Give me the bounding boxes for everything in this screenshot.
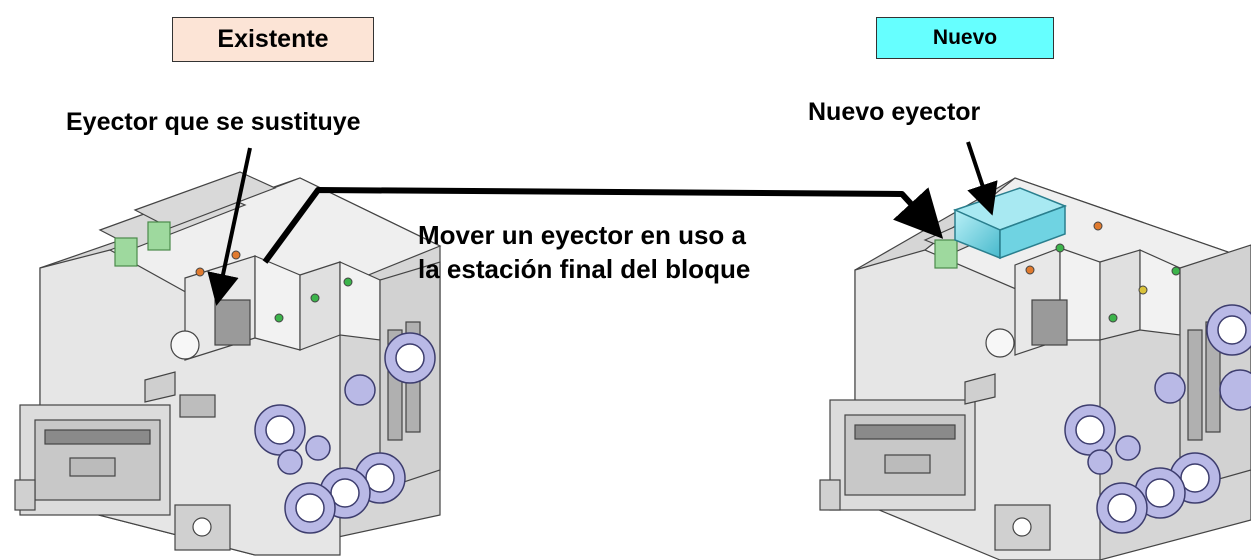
arrow-new-ejector <box>966 141 998 216</box>
existing-tag: Existente <box>172 17 374 62</box>
move-label-line1: Mover un eyector en uso a <box>418 220 746 250</box>
arrow-replaced-ejector <box>207 147 252 306</box>
arrow-move-ejector <box>262 187 944 264</box>
replaced-ejector-label: Eyector que se sustituye <box>66 108 361 136</box>
new-fittings <box>1064 304 1251 534</box>
new-ejector-label: Nuevo eyector <box>808 98 981 126</box>
existing-fittings <box>254 332 436 534</box>
move-ejector-label: Mover un eyector en uso a la estación fi… <box>418 218 750 286</box>
new-ejector <box>952 187 1068 260</box>
move-label-line2: la estación final del bloque <box>418 254 751 284</box>
new-tag: Nuevo <box>876 17 1054 59</box>
